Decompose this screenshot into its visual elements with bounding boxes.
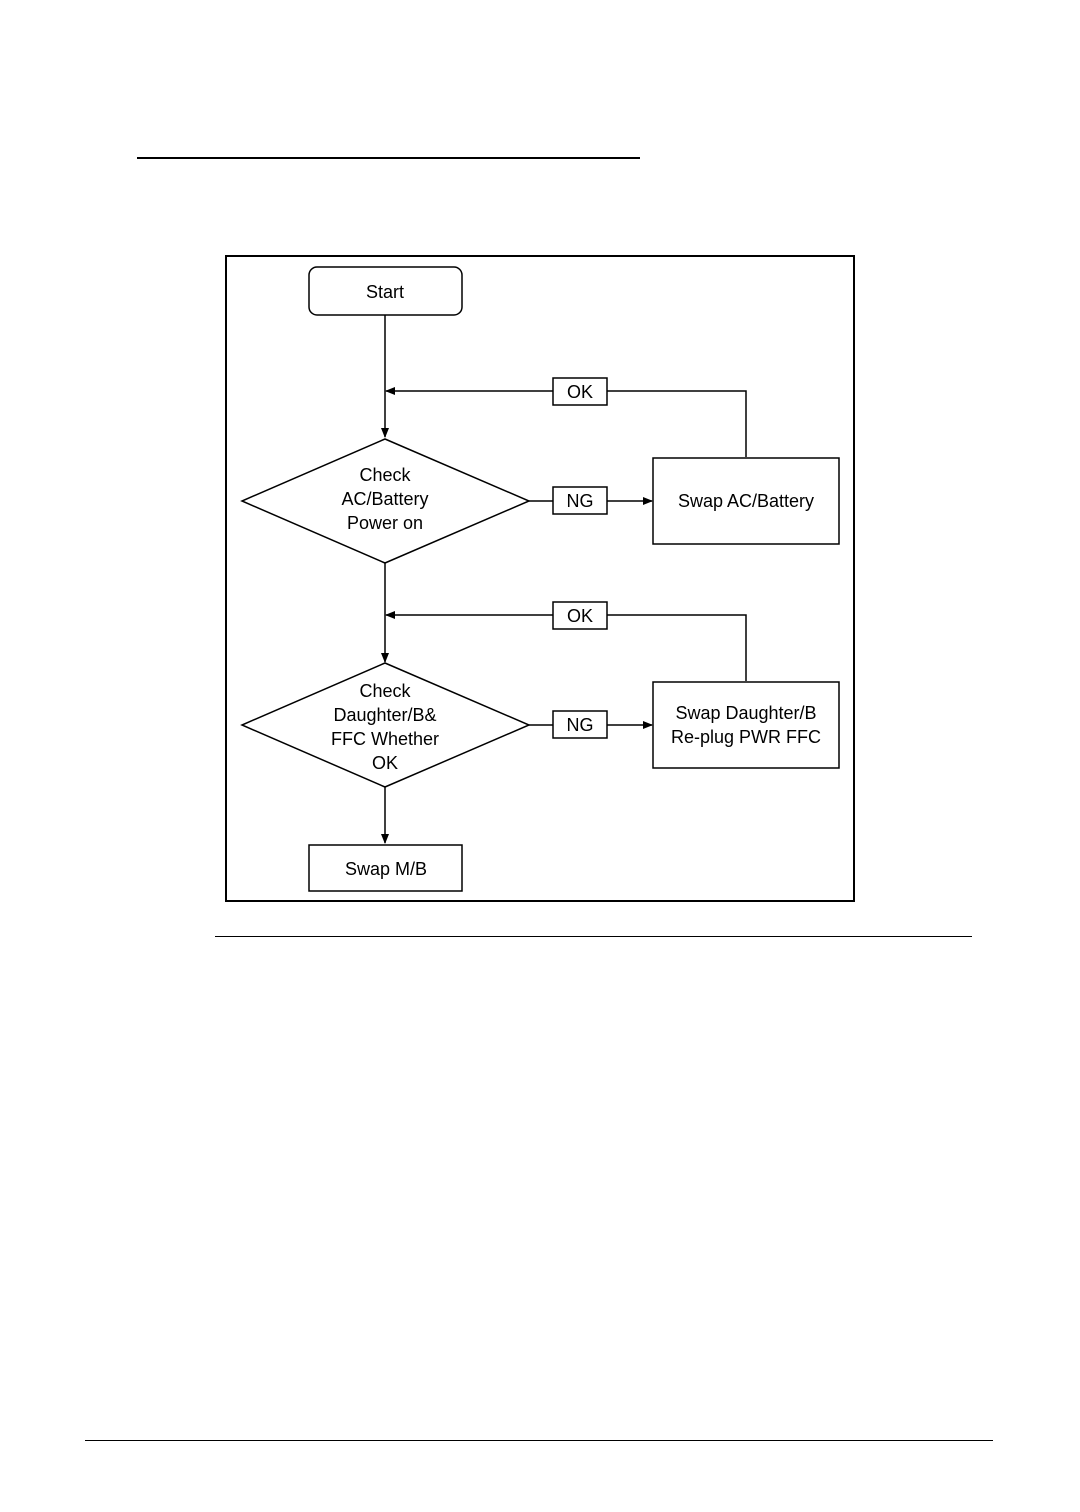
decision1-line-2: AC/Battery — [341, 489, 428, 509]
ng-label-2: NG — [567, 715, 594, 735]
start-label: Start — [366, 282, 404, 302]
decision1-line-1: Check — [359, 465, 411, 485]
swap-mb-box: Swap M/B — [309, 845, 462, 891]
swap-daughter-board-box: Swap Daughter/B Re-plug PWR FFC — [653, 682, 839, 768]
swap1-label: Swap AC/Battery — [678, 491, 814, 511]
start-node: Start — [309, 267, 462, 315]
ng-label-1: NG — [567, 491, 594, 511]
ok-label-box-2: OK — [553, 602, 607, 629]
swap-ac-battery-box: Swap AC/Battery — [653, 458, 839, 544]
ok-label-2: OK — [567, 606, 593, 626]
decision2-line-3: FFC Whether — [331, 729, 439, 749]
decision2-line-1: Check — [359, 681, 411, 701]
decision-daughter-board: Check Daughter/B& FFC Whether OK — [242, 663, 529, 787]
ng-label-box-1: NG — [553, 487, 607, 514]
decision2-line-2: Daughter/B& — [333, 705, 436, 725]
decision-ac-battery: Check AC/Battery Power on — [242, 439, 529, 563]
ok-label-1: OK — [567, 382, 593, 402]
diagram-frame — [226, 256, 854, 901]
decision1-line-3: Power on — [347, 513, 423, 533]
end-label: Swap M/B — [345, 859, 427, 879]
ng-label-box-2: NG — [553, 711, 607, 738]
swap2-line-2: Re-plug PWR FFC — [671, 727, 821, 747]
swap2-line-1: Swap Daughter/B — [675, 703, 816, 723]
decision2-line-4: OK — [372, 753, 398, 773]
ok-label-box-1: OK — [553, 378, 607, 405]
